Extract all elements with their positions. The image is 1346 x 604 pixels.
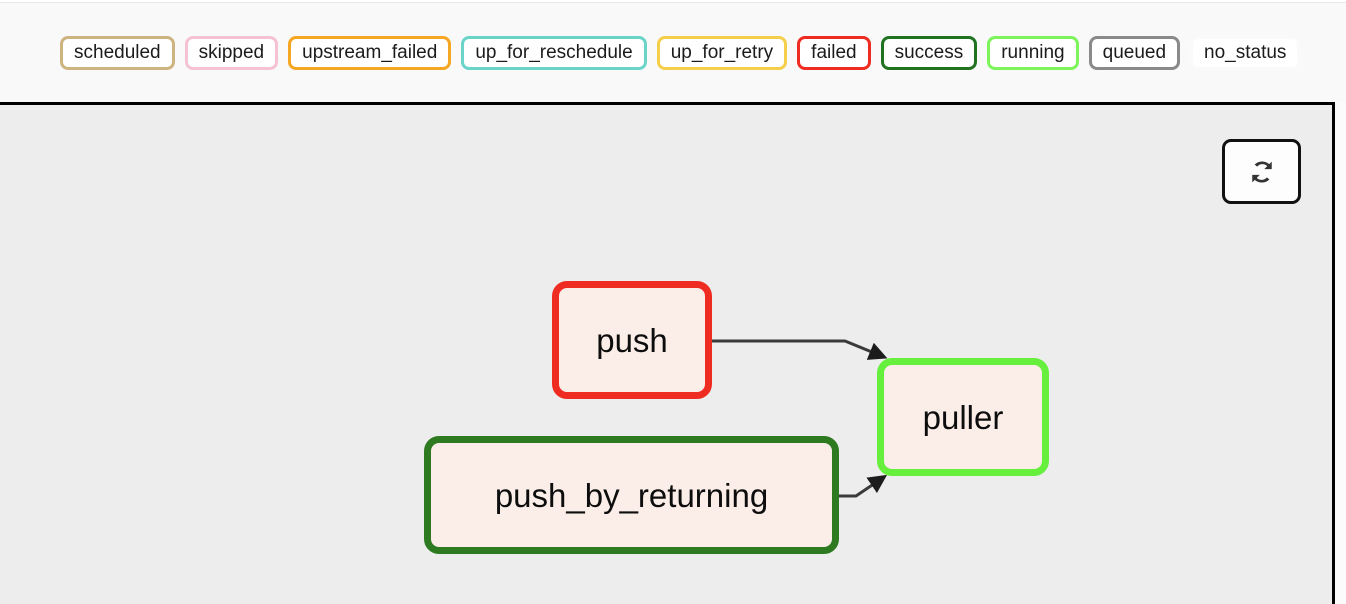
- task-status-legend: scheduled skipped upstream_failed up_for_re…: [0, 3, 1346, 102]
- legend-pill-label: up_for_retry: [670, 42, 774, 63]
- task-node-label: push_by_returning: [494, 476, 769, 514]
- legend-pill-label: failed: [811, 42, 857, 63]
- legend-pill-no_status[interactable]: no_status: [1190, 35, 1301, 70]
- legend-pill-failed[interactable]: failed: [797, 35, 871, 70]
- legend-pill-label: queued: [1102, 42, 1167, 63]
- legend-pill-scheduled[interactable]: scheduled: [60, 35, 175, 70]
- legend-pill-queued[interactable]: queued: [1088, 35, 1181, 70]
- task-node-push[interactable]: push: [552, 281, 712, 399]
- task-node-puller[interactable]: puller: [877, 358, 1049, 476]
- legend-pill-label: no_status: [1204, 42, 1287, 63]
- dag-graph-canvas[interactable]: push push_by_returning puller: [0, 102, 1335, 604]
- task-node-push_by_returning[interactable]: push_by_returning: [424, 436, 839, 554]
- legend-pill-label: upstream_failed: [302, 42, 438, 63]
- legend-pill-up_for_retry[interactable]: up_for_retry: [656, 35, 788, 70]
- legend-pill-running[interactable]: running: [987, 35, 1079, 70]
- task-node-label: puller: [922, 398, 1004, 436]
- edge-push-to-puller: [712, 339, 888, 360]
- legend-pill-up_for_reschedule[interactable]: up_for_reschedule: [461, 35, 647, 70]
- top-divider: [0, 2, 1346, 3]
- legend-pill-label: skipped: [198, 42, 265, 63]
- refresh-icon: [1251, 160, 1272, 183]
- legend-pill-label: success: [894, 42, 964, 63]
- legend-pill-success[interactable]: success: [880, 35, 978, 70]
- legend-pill-label: scheduled: [74, 42, 161, 63]
- canvas-right-gutter: [1335, 102, 1346, 604]
- refresh-button[interactable]: [1222, 139, 1301, 204]
- legend-pill-label: up_for_reschedule: [475, 42, 633, 63]
- edge-push_by_returning-to-puller: [839, 474, 888, 498]
- task-node-label: push: [596, 321, 668, 359]
- legend-pill-upstream_failed[interactable]: upstream_failed: [288, 35, 452, 70]
- legend-pill-label: running: [1001, 42, 1065, 63]
- legend-pill-skipped[interactable]: skipped: [184, 35, 279, 70]
